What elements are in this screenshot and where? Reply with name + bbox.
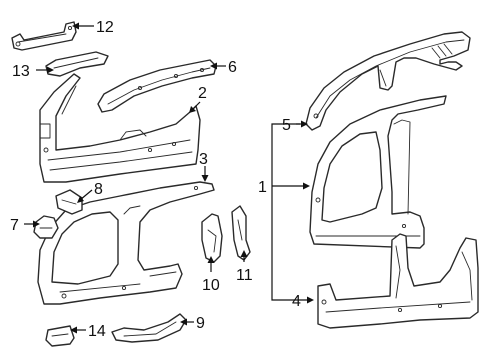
callout-8: 8: [94, 181, 103, 198]
part-6-roof-rail-reinforcement: [97, 59, 217, 113]
part-14-sill-bracket: [45, 325, 75, 347]
part-9-sill-reinforcement: [111, 313, 187, 343]
callout-3: 3: [199, 151, 208, 168]
callout-labels: 12 13 6 2 3 8 7 10 11 14 9 5 1 4: [10, 19, 301, 340]
part-5-roof-rail-outer: [305, 31, 471, 131]
part-11-pillar-reinforcement: [231, 205, 251, 261]
callout-7: 7: [10, 217, 19, 234]
part-10-pillar-reinforcement: [201, 213, 223, 263]
callout-10: 10: [202, 277, 220, 294]
part-2-inner-side-panel: [39, 73, 201, 183]
part-7-block: [33, 215, 59, 239]
part-12-bracket: [11, 21, 77, 51]
callout-12: 12: [96, 19, 114, 36]
part-3-body-side-outer: [37, 181, 215, 305]
callout-4: 4: [292, 293, 301, 310]
callout-5: 5: [282, 117, 291, 134]
callout-13: 13: [12, 63, 30, 80]
callout-14: 14: [88, 323, 106, 340]
part-4-rocker-outer: [317, 233, 479, 329]
part-13-reinforcement: [45, 51, 109, 77]
callout-2: 2: [198, 85, 207, 102]
callout-6: 6: [228, 59, 237, 76]
callout-1: 1: [258, 179, 267, 196]
callout-11: 11: [236, 267, 253, 284]
leader-lines: [24, 22, 314, 334]
part-1-body-side-assembly: [309, 95, 447, 249]
callout-9: 9: [196, 315, 205, 332]
part-8-bracket: [55, 189, 83, 215]
